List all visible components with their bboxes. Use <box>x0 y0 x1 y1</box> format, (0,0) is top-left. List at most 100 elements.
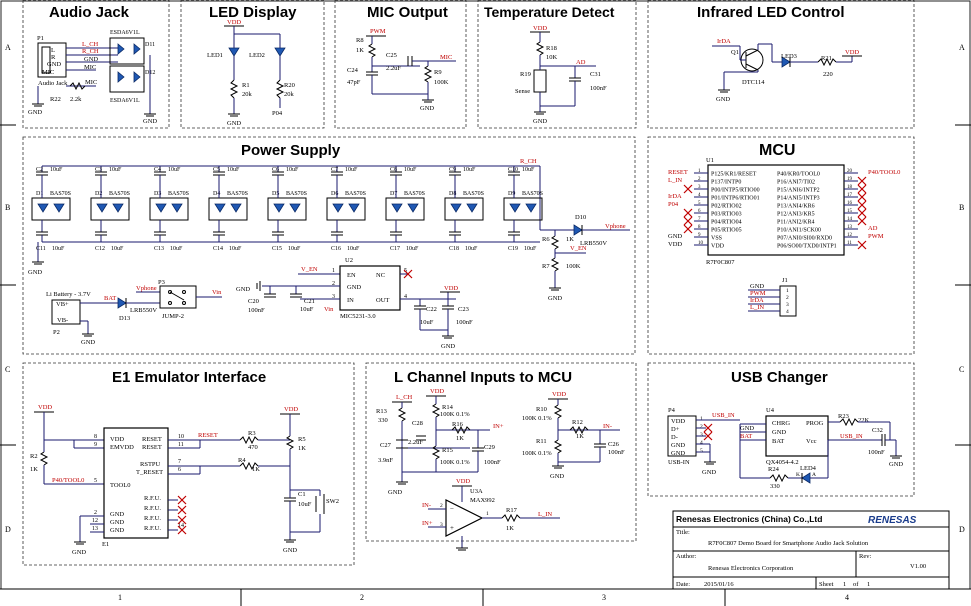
mcu-pin-right: P07/ANI0/SI00/RXD0 <box>777 236 832 242</box>
row-label-b: B <box>5 203 10 212</box>
date-label: Date: <box>676 581 690 588</box>
svg-text:20k: 20k <box>284 91 295 98</box>
mic-output-box <box>334 0 467 129</box>
e1-title: E1 Emulator Interface <box>112 369 266 386</box>
svg-text:GND: GND <box>441 343 455 350</box>
power-supply-circuit: R_CH GND D10 LRB550V Vphone R6 1K V_EN R… <box>28 158 630 302</box>
no-connect-mark <box>683 216 693 226</box>
led-display-circuit: VDD LED1 LED2 R1 20k R20 20k GND P04 <box>207 19 295 127</box>
svg-text:P40/TOOL0: P40/TOOL0 <box>52 477 84 484</box>
svg-text:R19: R19 <box>520 71 531 78</box>
svg-text:D13: D13 <box>119 315 130 322</box>
power-cap-bot-value: 10uF <box>111 246 124 252</box>
sheet-label: Sheet <box>819 581 834 588</box>
svg-text:14: 14 <box>178 523 184 529</box>
temp-detect-title: Temperature Detect <box>484 4 615 20</box>
svg-text:Vphone: Vphone <box>136 285 157 292</box>
power-diode-label: D2 <box>95 191 102 197</box>
j1-connector: J1 GND PWM IrDA L_IN 1 2 3 4 <box>748 277 797 317</box>
svg-text:10uF: 10uF <box>300 306 314 313</box>
svg-text:R20: R20 <box>284 82 295 89</box>
svg-text:220: 220 <box>823 71 833 78</box>
mcu-pin-right-num: 16 <box>847 201 853 206</box>
svg-text:SW2: SW2 <box>326 498 339 505</box>
svg-text:R17: R17 <box>506 507 518 514</box>
mcu-pin-right-num: 12 <box>847 233 853 238</box>
svg-text:R15: R15 <box>442 447 453 454</box>
svg-text:USB_IN: USB_IN <box>712 412 735 419</box>
mcu-pin-left: P02/RTIO02 <box>711 204 742 210</box>
svg-text:R.F.U.: R.F.U. <box>144 495 161 502</box>
svg-text:C29: C29 <box>484 444 495 451</box>
svg-text:100K 0.1%: 100K 0.1% <box>522 415 552 422</box>
svg-text:2: 2 <box>700 424 703 430</box>
power-diode-box <box>149 197 189 221</box>
svg-text:100nF: 100nF <box>590 85 607 92</box>
power-diode-symbol <box>171 203 183 213</box>
sheet-total: 1 <box>867 581 870 588</box>
svg-text:CHRG: CHRG <box>772 420 790 427</box>
power-diode-symbol <box>96 203 108 213</box>
svg-text:MAX992: MAX992 <box>470 497 495 504</box>
svg-text:VDD: VDD <box>110 436 124 443</box>
svg-text:20k: 20k <box>242 91 253 98</box>
svg-text:C25: C25 <box>386 52 397 59</box>
svg-text:NC: NC <box>376 272 385 279</box>
svg-text:6: 6 <box>178 467 181 473</box>
svg-text:1: 1 <box>786 288 789 294</box>
svg-text:4: 4 <box>404 294 407 300</box>
mcu-net-right: AD <box>868 225 878 232</box>
svg-text:VDD: VDD <box>533 25 547 32</box>
ldo-circuit: V_EN U2 EN GND IN NC OUT 1 2 3 5 4 MIC52… <box>236 257 473 350</box>
svg-text:RSTPU: RSTPU <box>140 461 161 468</box>
svg-text:1K: 1K <box>30 466 38 473</box>
svg-text:VDD: VDD <box>444 285 458 292</box>
power-diode-symbol <box>230 203 242 213</box>
svg-text:R14: R14 <box>442 404 454 411</box>
svg-text:GND: GND <box>772 429 786 436</box>
svg-text:P4: P4 <box>668 407 676 414</box>
svg-text:GND: GND <box>28 269 42 276</box>
svg-text:R.F.U.: R.F.U. <box>144 515 161 522</box>
power-cap-top-label: C3 <box>95 167 102 173</box>
svg-text:10uF: 10uF <box>420 319 434 326</box>
mcu-pin-left-num: 2 <box>698 177 701 182</box>
svg-text:R.F.U.: R.F.U. <box>144 525 161 532</box>
svg-text:Li Battery - 3.7V: Li Battery - 3.7V <box>46 291 91 298</box>
svg-text:1K: 1K <box>576 433 584 440</box>
no-connect-mark <box>683 208 693 218</box>
svg-text:Vin: Vin <box>212 289 222 296</box>
svg-text:EN: EN <box>347 272 356 279</box>
svg-text:GND: GND <box>716 96 730 103</box>
svg-text:GND: GND <box>110 527 124 534</box>
power-diode-symbol <box>112 203 124 213</box>
svg-text:L_CH: L_CH <box>82 41 99 48</box>
power-cap-bot-label: C13 <box>154 246 164 252</box>
svg-text:1K: 1K <box>456 435 464 442</box>
svg-text:1K: 1K <box>298 445 306 452</box>
power-cap-top-label: C6 <box>272 167 279 173</box>
svg-text:L: L <box>51 47 55 54</box>
svg-text:R18: R18 <box>546 45 557 52</box>
company-name: Renesas Electronics (China) Co.,Ltd <box>676 514 822 524</box>
svg-text:ESDA6V1L: ESDA6V1L <box>110 98 140 104</box>
svg-text:C28: C28 <box>412 420 423 427</box>
mcu-pin-left-num: 10 <box>698 241 704 246</box>
svg-text:VDD: VDD <box>671 418 685 425</box>
power-cap-bot-label: C18 <box>449 246 459 252</box>
author-value: Renesas Electronics Corporation <box>708 565 794 572</box>
svg-text:C23: C23 <box>458 306 469 313</box>
svg-text:GND: GND <box>227 120 241 127</box>
svg-text:GND: GND <box>28 109 42 116</box>
svg-text:7: 7 <box>178 459 181 465</box>
power-cap-bot-value: 10uF <box>465 246 478 252</box>
power-cap-bot-label: C15 <box>272 246 282 252</box>
e1-box <box>22 362 355 566</box>
svg-text:P3: P3 <box>158 279 165 286</box>
svg-text:R21: R21 <box>821 55 832 62</box>
power-cap-top-value: 10uF <box>404 167 417 173</box>
power-diode-part: BAS70S <box>522 191 543 197</box>
power-cap-bot-value: 10uF <box>52 246 65 252</box>
col-label-4: 4 <box>845 593 849 602</box>
